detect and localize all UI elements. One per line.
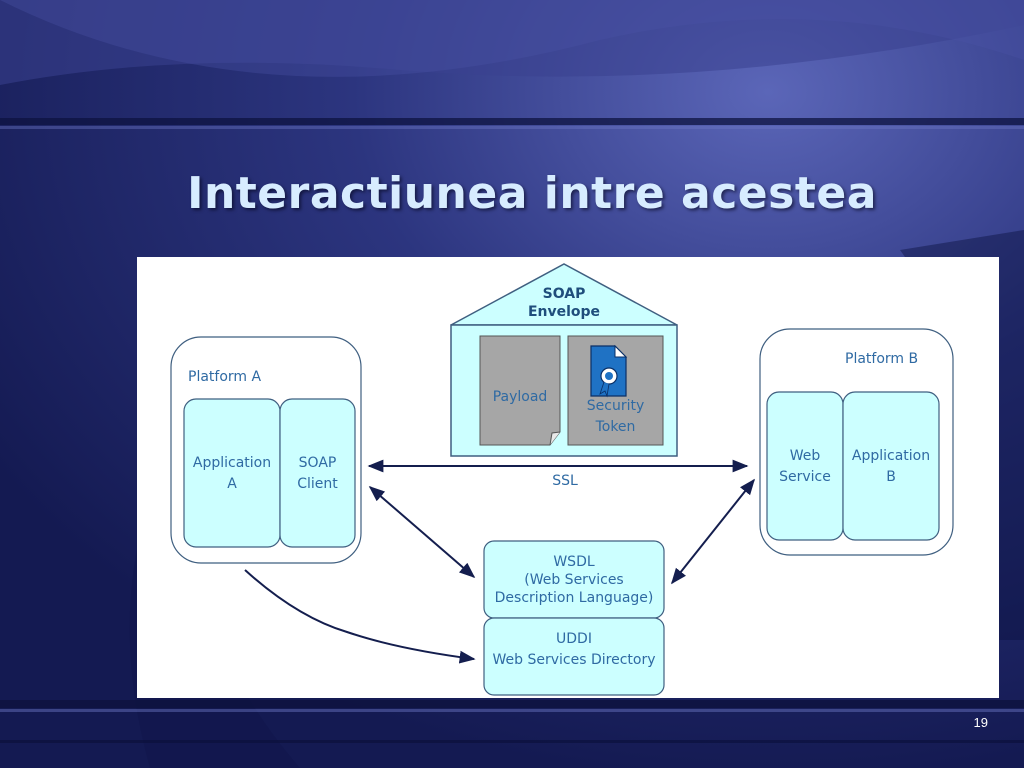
web-service-label-line2: Service (779, 469, 831, 485)
platform-b-to-wsdl-arrow (671, 478, 755, 585)
uddi-label-line1: UDDI (556, 631, 592, 647)
wsdl-label-line2: (Web Services (524, 572, 624, 588)
uddi-box (483, 617, 665, 696)
payload-label: Payload (492, 389, 548, 405)
wsdl-label-line3: Description Language) (494, 590, 654, 606)
application-a-box (183, 398, 281, 548)
ssl-label: SSL (552, 473, 578, 489)
diagram-panel: SOAP Envelope Payload Security Token Pla… (137, 257, 999, 698)
web-service-label-line1: Web (789, 448, 821, 464)
soap-client-label-line2: Client (297, 476, 338, 492)
platform-b-label: Platform B (845, 351, 919, 367)
platform-a-to-uddi-arrow (244, 569, 476, 664)
application-a-label-line2: A (227, 476, 237, 492)
soap-envelope-title-line2: Envelope (527, 304, 601, 320)
application-b-label-line1: Application (851, 448, 931, 464)
soap-envelope-title-line1: SOAP (542, 286, 586, 302)
platform-a-label: Platform A (188, 369, 262, 385)
security-token-label-line2: Token (595, 419, 636, 435)
application-b-box (842, 391, 940, 541)
web-service-box (766, 391, 844, 541)
platform-a-to-wsdl-arrow (368, 485, 476, 579)
slide-title: Interactiunea intre acestea (187, 168, 877, 219)
application-a-label-line1: Application (192, 455, 272, 471)
wsdl-label-line1: WSDL (553, 554, 595, 570)
slide-page-number: 19 (973, 715, 988, 730)
application-b-label-line2: B (886, 469, 896, 485)
soap-client-box (279, 398, 356, 548)
uddi-label-line2: Web Services Directory (492, 652, 656, 668)
soap-client-label-line1: SOAP (298, 455, 337, 471)
diagram-graphics (170, 263, 954, 696)
certificate-icon (590, 344, 628, 398)
security-token-label-line1: Security (586, 398, 645, 414)
